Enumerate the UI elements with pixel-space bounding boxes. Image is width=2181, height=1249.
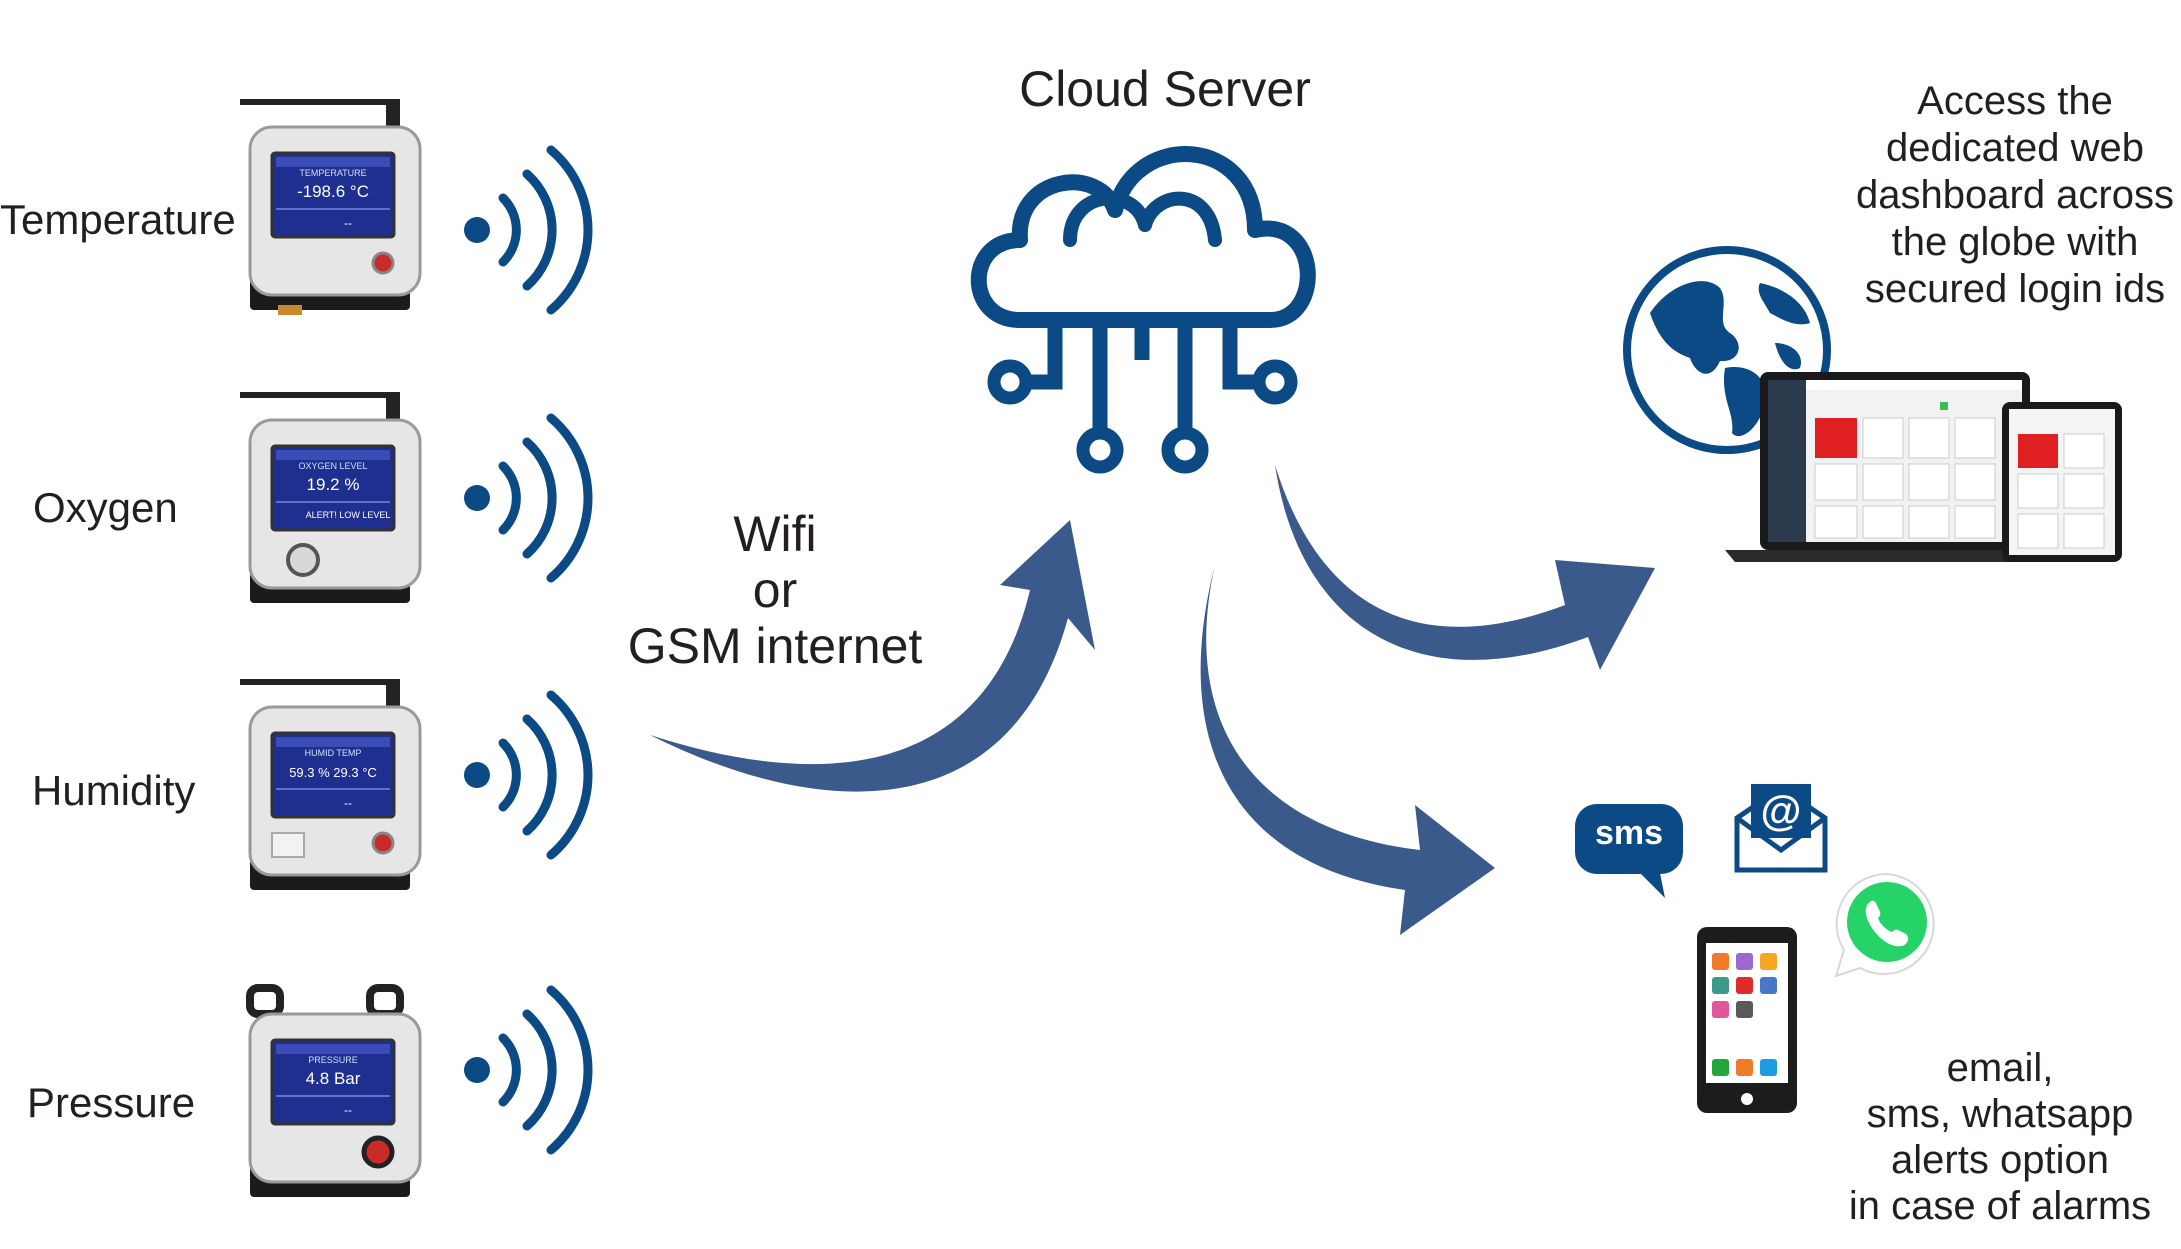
alerts-text-line: sms, whatsapp xyxy=(1866,1092,2134,1136)
email-at-symbol: @ xyxy=(1760,787,1802,834)
alerts-text-line: alerts option xyxy=(1891,1138,2109,1182)
wireless-signal-icon xyxy=(464,413,593,583)
email-envelope-icon: @ xyxy=(1733,778,1829,873)
temperature-sensor-device: TEMPERATURE -198.6 °C -- xyxy=(240,99,422,315)
device-screen-value: 4.8 Bar xyxy=(306,1069,361,1088)
arrow-devices-to-cloud xyxy=(650,520,1095,792)
dashboard-description: Access the dedicated web dashboard acros… xyxy=(1820,78,2181,313)
laptop-icon xyxy=(1725,372,2035,562)
cloud-server-title: Cloud Server xyxy=(1019,61,1311,117)
alerts-description: email, sms, whatsapp alerts option in ca… xyxy=(1800,1045,2181,1229)
sensor-label-temperature: Temperature xyxy=(0,196,236,243)
connection-line-or: or xyxy=(752,562,798,618)
dashboard-text-line: the globe with xyxy=(1891,220,2139,264)
humidity-sensor-device: HUMID TEMP 59.3 % 29.3 °C -- xyxy=(240,679,422,890)
wireless-signal-icon xyxy=(464,145,593,315)
device-screen-header: HUMID TEMP xyxy=(305,748,362,758)
connection-text: Wifi or GSM internet xyxy=(600,506,950,674)
connection-line-gsm: GSM internet xyxy=(627,618,923,674)
device-screen-footer: ALERT! LOW LEVEL xyxy=(306,510,391,520)
device-screen-footer: -- xyxy=(344,796,352,810)
sms-badge-text: sms xyxy=(1594,814,1664,852)
whatsapp-icon xyxy=(1834,872,1935,978)
arrow-cloud-to-alerts xyxy=(1200,565,1495,935)
device-screen-footer: -- xyxy=(344,216,352,230)
connection-line-wifi: Wifi xyxy=(733,506,817,562)
device-screen-footer: -- xyxy=(344,1103,352,1117)
wireless-signal-icon xyxy=(464,690,593,860)
device-screen-value: 19.2 % xyxy=(307,475,360,494)
dashboard-text-line: Access the xyxy=(1917,79,2113,123)
sensor-label-humidity: Humidity xyxy=(32,767,196,814)
cloud-circuit-icon xyxy=(970,146,1316,474)
sensor-label-pressure: Pressure xyxy=(27,1079,196,1126)
alerts-text-line: email, xyxy=(1946,1046,2054,1090)
tablet-icon xyxy=(2002,402,2122,562)
sensor-label-oxygen: Oxygen xyxy=(33,484,178,531)
oxygen-sensor-device: OXYGEN LEVEL 19.2 % ALERT! LOW LEVEL xyxy=(240,392,422,603)
dashboard-text-line: dedicated web xyxy=(1886,126,2144,170)
device-screen-header: TEMPERATURE xyxy=(299,168,366,178)
device-screen-value: -198.6 °C xyxy=(297,182,369,201)
device-screen-header: PRESSURE xyxy=(308,1055,358,1065)
pressure-sensor-device: PRESSURE 4.8 Bar -- xyxy=(246,984,422,1197)
dashboard-text-line: secured login ids xyxy=(1864,267,2166,311)
dashboard-text-line: dashboard across xyxy=(1856,173,2174,217)
device-screen-header: OXYGEN LEVEL xyxy=(298,461,367,471)
sms-bubble-icon: sms xyxy=(1573,802,1685,898)
arrow-cloud-to-dashboard xyxy=(1275,465,1655,670)
wireless-signal-icon xyxy=(464,985,593,1155)
smartphone-icon xyxy=(1697,927,1797,1113)
alerts-text-line: in case of alarms xyxy=(1848,1184,2152,1228)
device-screen-value: 59.3 % 29.3 °C xyxy=(289,765,377,780)
